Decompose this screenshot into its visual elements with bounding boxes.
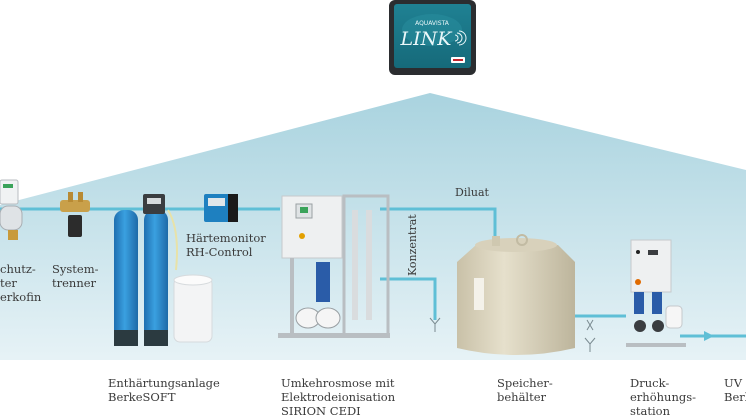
hub-product-text: LINK bbox=[400, 28, 454, 50]
booster-station-icon[interactable] bbox=[626, 239, 686, 347]
aquavista-link-hub[interactable]: AQUAVISTA LINK bbox=[389, 0, 476, 75]
hardness-monitor-icon[interactable] bbox=[204, 194, 238, 222]
hub-brand-text: AQUAVISTA bbox=[415, 20, 450, 27]
umkehrosmose-label: Umkehrosmose mit Elektrodeionisation SIR… bbox=[281, 376, 396, 418]
wireless-signal-icon bbox=[454, 30, 467, 46]
storage-tank-icon[interactable] bbox=[457, 234, 575, 355]
backflow-preventer-icon[interactable] bbox=[60, 192, 90, 237]
label-area-background bbox=[0, 360, 746, 419]
flow-arrow-icon bbox=[704, 331, 714, 341]
water-softener-icon[interactable] bbox=[114, 194, 213, 346]
uv-label: UV I Berl bbox=[724, 376, 746, 404]
haertemonitor-label: Härtemonitor RH-Control bbox=[186, 231, 266, 259]
schutzfilter-label: chutz- ter erkofin bbox=[0, 262, 42, 304]
druckerhoehung-label: Druck- erhöhungs- station bbox=[630, 376, 697, 418]
enthaertung-label: Enthärtungsanlage BerkeSOFT bbox=[108, 376, 220, 404]
reverse-osmosis-unit-icon[interactable] bbox=[278, 194, 390, 338]
protective-filter-icon[interactable] bbox=[0, 179, 23, 240]
diluat-label: Diluat bbox=[455, 186, 489, 199]
speicher-label: Speicher- behälter bbox=[497, 376, 553, 404]
drain-icon bbox=[429, 317, 441, 332]
systemtrenner-label: System- trenner bbox=[52, 262, 99, 290]
drain-icon bbox=[584, 319, 596, 352]
konzentrat-label: Konzentrat bbox=[406, 214, 419, 276]
